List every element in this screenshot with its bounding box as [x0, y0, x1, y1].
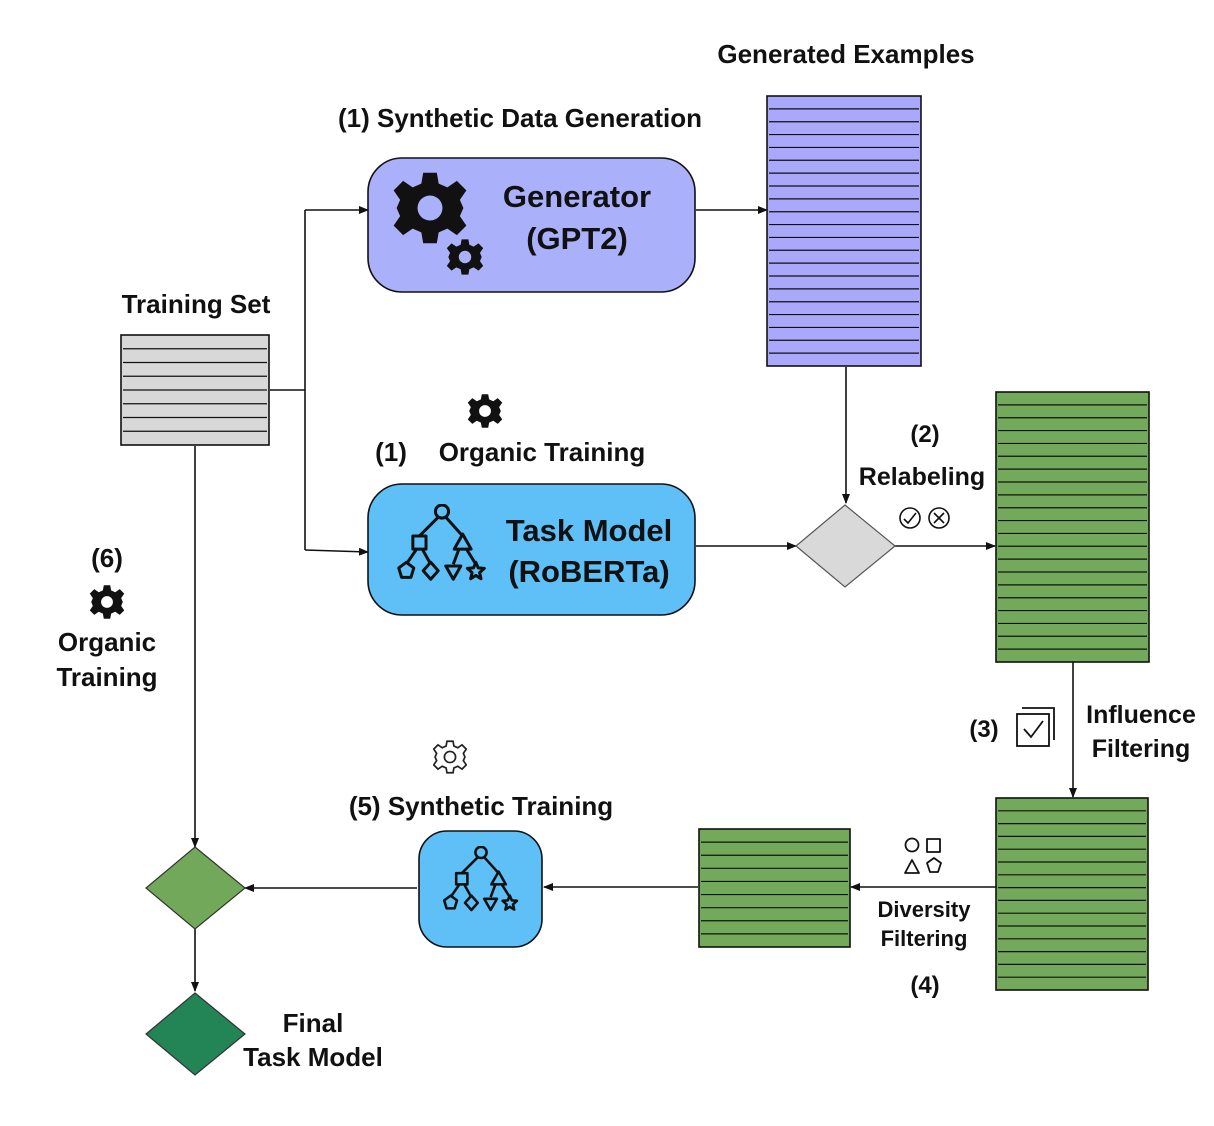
diversity-step-number: (4) — [910, 972, 939, 999]
diversity-filtering-title-line1: Diversity — [878, 897, 972, 922]
generator-model-label: (GPT2) — [526, 221, 628, 256]
organic-training-final-step-number: (6) — [91, 543, 123, 573]
influence-step-number: (3) — [969, 716, 998, 743]
influence-filtered-stack — [995, 797, 1149, 991]
influence-filtering-title-line2: Filtering — [1092, 735, 1191, 763]
stack-background — [995, 797, 1149, 991]
relabel-decision-diamond — [795, 504, 896, 588]
check-cross-icon — [899, 507, 950, 529]
task-model-name-label: (RoBERTa) — [508, 554, 669, 589]
synthetic-data-generation-title: (1) Synthetic Data Generation — [338, 103, 702, 133]
connectors — [191, 206, 1077, 992]
stack-background — [766, 95, 922, 367]
final-task-model-diamond — [145, 992, 246, 1076]
training-set-title: Training Set — [122, 289, 271, 319]
organic-training-title: Organic Training — [439, 437, 646, 467]
organic-training-final-title-line2: Training — [56, 662, 157, 692]
relabeling-step-number: (2) — [910, 421, 939, 448]
final-task-model-title-line1: Final — [283, 1008, 344, 1038]
organic-training-final-title-line1: Organic — [58, 627, 156, 657]
generated-examples-stack — [766, 95, 922, 367]
influence-filtering-title-line1: Influence — [1086, 701, 1196, 729]
diversity-filtered-stack — [698, 828, 851, 948]
relabeling-title: Relabeling — [859, 463, 985, 491]
gear-icon — [89, 585, 125, 619]
training-set-stack — [120, 334, 270, 446]
task-model-label: Task Model — [506, 513, 673, 548]
generated-examples-title: Generated Examples — [717, 39, 974, 69]
relabeled-stack — [995, 391, 1150, 663]
checkbox-stack-icon — [1016, 707, 1055, 747]
stack-background — [698, 828, 851, 948]
synthetic-training-title: (5) Synthetic Training — [349, 791, 613, 821]
task-model-node — [367, 483, 696, 616]
merge-diamond — [145, 846, 246, 930]
organic-training-step-number: (1) — [375, 437, 407, 467]
stack-background — [995, 391, 1150, 663]
diversity-filtering-title-line2: Filtering — [881, 926, 968, 951]
synthetic-training-node — [418, 830, 543, 948]
shapes-icon — [904, 837, 942, 874]
gear-icon — [467, 394, 503, 428]
final-task-model-title-line2: Task Model — [243, 1042, 383, 1072]
gear-outline-icon — [433, 740, 467, 774]
generator-label: Generator — [503, 179, 651, 214]
arrow-to-task-model — [304, 547, 369, 556]
